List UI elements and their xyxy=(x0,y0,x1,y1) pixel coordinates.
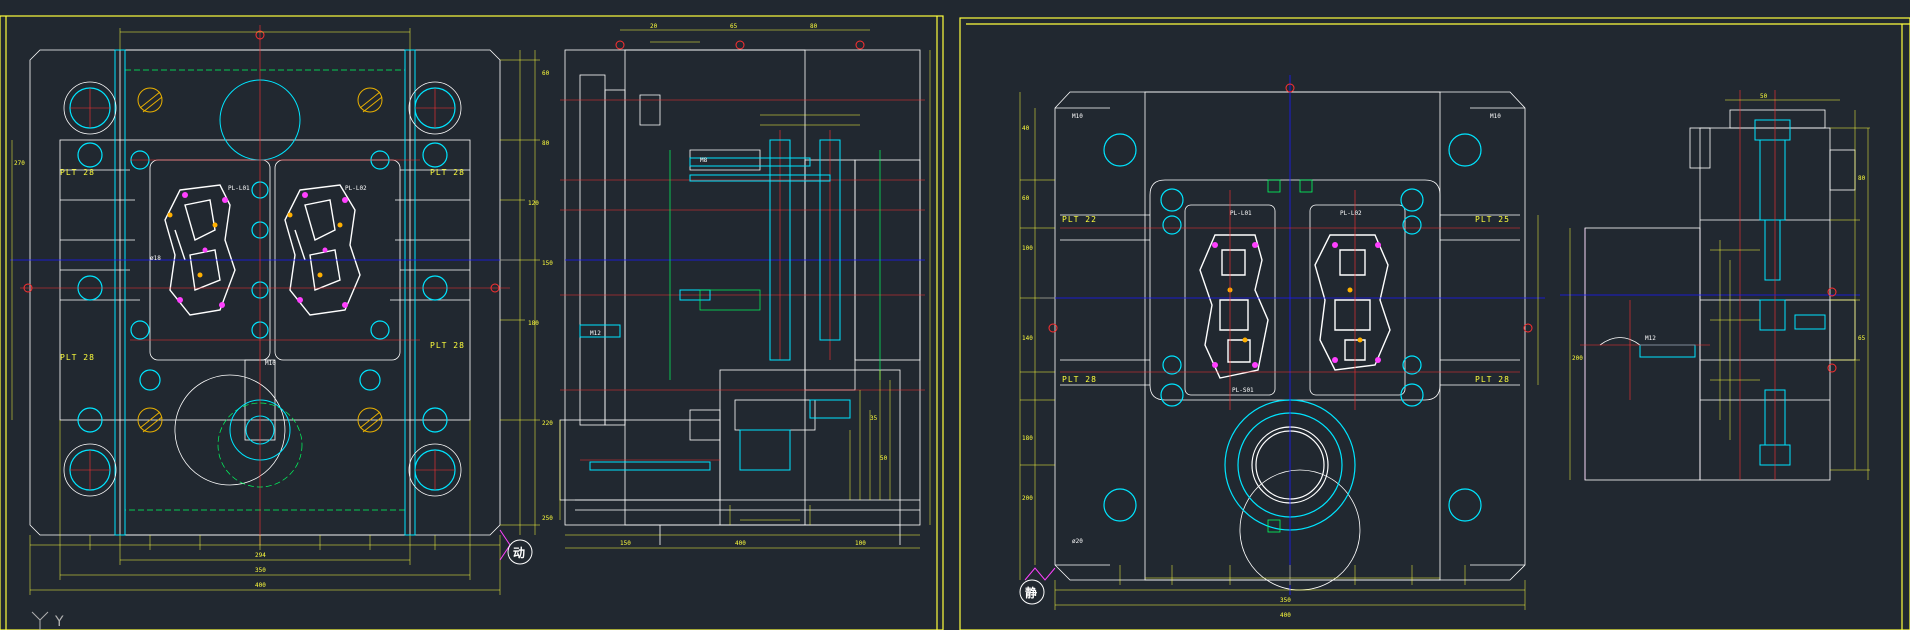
dimension-text: 65 xyxy=(1858,335,1866,342)
dimension-text: 150 xyxy=(542,260,553,267)
plate-label: PLT 28 xyxy=(60,168,95,177)
seal-mark-right: 静 xyxy=(1019,567,1056,605)
dimension-text: 100 xyxy=(855,540,866,547)
part-label: ø18 xyxy=(150,255,161,262)
plate-label: PLT 28 xyxy=(430,341,465,350)
dimension-text: 250 xyxy=(542,515,553,522)
seal-text: 动 xyxy=(513,546,525,560)
dimension-text: 50 xyxy=(880,455,888,462)
part-label: M10 xyxy=(265,360,276,367)
part-label: M12 xyxy=(590,330,601,337)
part-label: PL-L01 xyxy=(1230,210,1252,217)
left-section-view: 400 150 100 20 65 80 35 50 M12 M8 xyxy=(559,23,931,549)
dimension-text: 180 xyxy=(528,320,539,327)
plate-label: PLT 28 xyxy=(60,353,95,362)
dimension-lines-section-right xyxy=(1569,99,1870,480)
part-label: PL-L02 xyxy=(345,185,367,192)
part-label: M10 xyxy=(1072,113,1083,120)
dimension-text: 270 xyxy=(14,160,25,167)
section-marks-left xyxy=(137,87,383,433)
part-label: PL-S01 xyxy=(1232,387,1254,394)
dimension-text: 150 xyxy=(620,540,631,547)
dimension-text: 40 xyxy=(1022,125,1030,132)
plate-label: PLT 25 xyxy=(1475,215,1510,224)
dimension-lines-section-left xyxy=(559,29,931,549)
dimension-text: 140 xyxy=(1022,335,1033,342)
dimension-text: 220 xyxy=(542,420,553,427)
part-label: PL-L02 xyxy=(1340,210,1362,217)
part-label: M12 xyxy=(1645,335,1656,342)
ucs-axis-icon: Y xyxy=(31,611,64,630)
dimension-text: 400 xyxy=(255,582,266,589)
dimension-text: 400 xyxy=(1280,612,1291,619)
right-section-view: 50 80 65 200 M12 xyxy=(1560,90,1870,481)
part-label: PL-L01 xyxy=(228,185,250,192)
left-plan-view: PLT 28 PLT 28 PLT 28 PLT 28 294 350 400 … xyxy=(10,25,553,595)
plate-label: PLT 28 xyxy=(1475,375,1510,384)
dimension-text: 294 xyxy=(255,552,266,559)
cavity-part-right-1 xyxy=(1199,234,1391,379)
dimension-text: 350 xyxy=(1280,597,1291,604)
dimension-text: 65 xyxy=(730,23,738,30)
guide-pins-section-left xyxy=(579,139,851,471)
plate-label: PLT 28 xyxy=(430,168,465,177)
plate-label: PLT 28 xyxy=(1062,375,1097,384)
dimension-text: 20 xyxy=(650,23,658,30)
dimension-text: 350 xyxy=(255,567,266,574)
dimension-text: 120 xyxy=(528,200,539,207)
right-plan-view: PLT 22 PLT 25 PLT 28 PLT 28 350 400 40 6… xyxy=(1019,75,1545,619)
ucs-label: Y xyxy=(54,614,64,630)
dimension-lines-right xyxy=(1019,92,1539,610)
cavity-bolt-holes-left xyxy=(177,192,348,308)
dimension-text: 80 xyxy=(810,23,818,30)
corner-guide-holes-left xyxy=(63,81,462,497)
dimension-lines-left xyxy=(11,28,540,595)
dimension-text: 80 xyxy=(1858,175,1866,182)
dimension-text: 60 xyxy=(542,70,550,77)
dimension-text: 80 xyxy=(542,140,550,147)
seal-mark-left: 动 xyxy=(499,529,533,565)
plate-label: PLT 22 xyxy=(1062,215,1097,224)
part-label: M8 xyxy=(700,157,708,164)
dimension-text: 400 xyxy=(735,540,746,547)
dimension-text: 60 xyxy=(1022,195,1030,202)
dimension-text: 200 xyxy=(1022,495,1033,502)
seal-text: 静 xyxy=(1025,585,1037,600)
dimension-text: 180 xyxy=(1022,435,1033,442)
sheet-left-frame xyxy=(0,15,944,630)
part-label: M10 xyxy=(1490,113,1501,120)
dimension-text: 35 xyxy=(870,415,878,422)
dimension-text: 50 xyxy=(1760,93,1768,100)
dimension-text: 100 xyxy=(1022,245,1033,252)
dimension-text: 200 xyxy=(1572,355,1583,362)
part-label: ø20 xyxy=(1072,538,1083,545)
ejector-pins-left xyxy=(167,212,343,278)
sheet-right-frame xyxy=(959,17,1910,630)
